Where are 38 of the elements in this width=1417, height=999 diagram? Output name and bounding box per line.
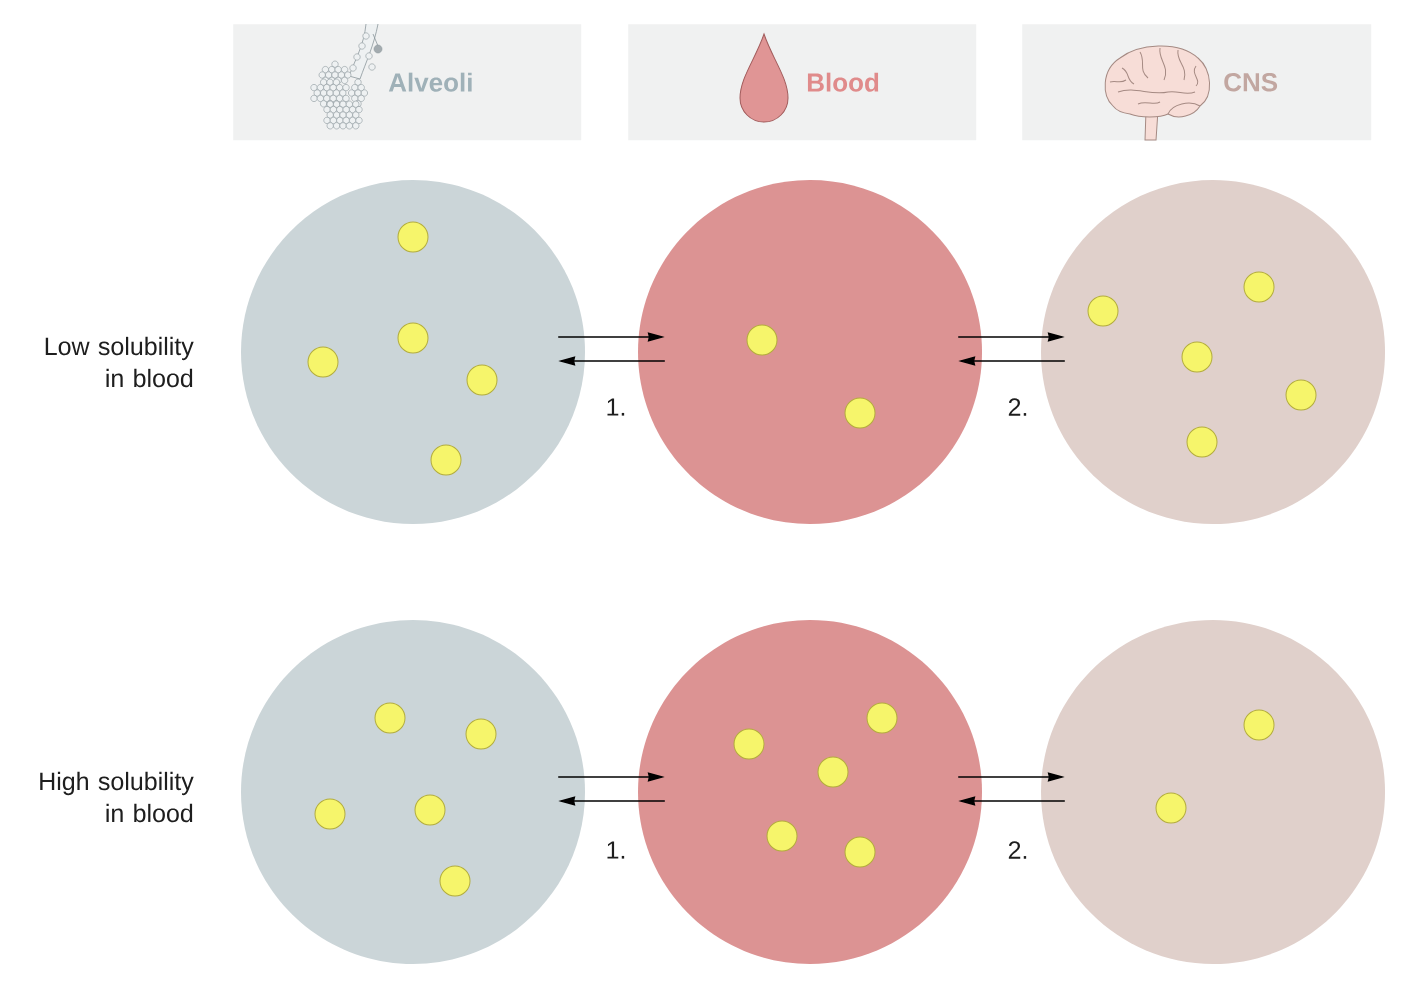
row-label: Low solubility in blood [45, 336, 194, 388]
particle-dot [465, 718, 497, 750]
particle-dot [307, 346, 339, 378]
particle-dot [414, 794, 446, 826]
particle-dot [733, 728, 765, 760]
particle-dot [397, 322, 429, 354]
particle-dot [1186, 426, 1218, 458]
particle-dot [374, 702, 406, 734]
particle-dot [866, 702, 898, 734]
particle-dot [766, 820, 798, 852]
particle-dot [466, 364, 498, 396]
particle-dot [844, 836, 876, 868]
large-circle [1041, 620, 1385, 964]
step-number: 2. [1008, 398, 1027, 416]
large-circle [638, 620, 982, 964]
particle-dot [430, 444, 462, 476]
row-label: High solubility in blood [40, 771, 194, 823]
large-circle [241, 180, 585, 524]
particle-dot [844, 397, 876, 429]
large-circle [241, 620, 585, 964]
large-circle [638, 180, 982, 524]
particle-dot [1087, 295, 1119, 327]
particle-dot [314, 798, 346, 830]
particle-dot [397, 221, 429, 253]
particle-dot [1243, 271, 1275, 303]
step-number: 2. [1008, 841, 1027, 859]
header-box: Alveoli [233, 24, 582, 141]
particle-dot [1155, 792, 1187, 824]
particle-dot [1181, 341, 1213, 373]
particle-dot [1285, 379, 1317, 411]
large-circle [1041, 180, 1385, 524]
particle-dot [746, 324, 778, 356]
particle-dot [439, 865, 471, 897]
particle-dot [1243, 709, 1275, 741]
header-box: Blood [628, 24, 977, 141]
particle-dot [817, 756, 849, 788]
step-number: 1. [607, 398, 625, 416]
step-number: 1. [607, 841, 625, 859]
